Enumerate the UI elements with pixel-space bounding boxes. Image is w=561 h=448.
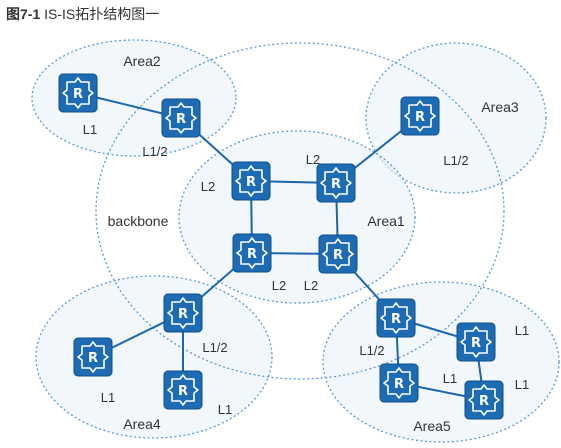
router-arrows-icon	[165, 102, 197, 134]
router-symbol: R	[471, 336, 481, 351]
router-symbol: R	[394, 377, 404, 392]
router-body	[400, 96, 440, 136]
router-icon[interactable]: R	[232, 233, 272, 273]
router-role-label: L1/2	[142, 144, 167, 159]
area-area4-label: Area4	[123, 416, 161, 432]
router-arrows-icon	[404, 100, 436, 132]
area-area2-label: Area2	[123, 53, 161, 69]
router-icon[interactable]: R	[161, 98, 201, 138]
area-area3-label: Area3	[481, 99, 519, 115]
router-role-label: L1	[83, 122, 97, 137]
router-icon[interactable]: R	[73, 337, 113, 377]
router-arrows-icon	[235, 165, 267, 197]
router-icon[interactable]: R	[316, 163, 356, 203]
router-role-label: L2	[201, 179, 215, 194]
router-body	[163, 293, 203, 333]
router-body	[318, 234, 358, 274]
router-symbol: R	[246, 175, 256, 190]
router-symbol: R	[415, 110, 425, 125]
router-symbol: R	[247, 247, 257, 262]
router-symbol: R	[73, 87, 83, 102]
router-arrows-icon	[322, 238, 354, 270]
router-arrows-icon	[320, 167, 352, 199]
router-body	[161, 98, 201, 138]
figure-title-text: IS-IS拓扑结构图一	[44, 6, 160, 22]
router-body	[73, 337, 113, 377]
router-arrows-icon	[167, 374, 199, 406]
router-icon[interactable]: R	[464, 380, 504, 420]
router-body	[456, 322, 496, 362]
router-body	[379, 363, 419, 403]
router-icon[interactable]: R	[400, 96, 440, 136]
router-arrows-icon	[468, 384, 500, 416]
router-body	[376, 298, 416, 338]
router-arrows-icon	[383, 367, 415, 399]
figure-number: 图7-1	[6, 6, 41, 22]
router-body	[163, 370, 203, 410]
router-symbol: R	[331, 177, 341, 192]
router-role-label: L1	[218, 402, 232, 417]
area-backbone-boundary	[95, 42, 505, 380]
area-area4-boundary	[35, 275, 273, 439]
router-role-label: L2	[272, 278, 286, 293]
area-area1-label: Area1	[367, 213, 405, 229]
router-role-label: L1	[443, 371, 457, 386]
router-arrows-icon	[167, 297, 199, 329]
area-area3-boundary	[365, 42, 547, 194]
router-arrows-icon	[380, 302, 412, 334]
router-arrows-icon	[62, 77, 94, 109]
router-role-label: L1	[515, 323, 529, 338]
router-role-label: L1/2	[359, 343, 384, 358]
router-symbol: R	[479, 394, 489, 409]
router-body	[232, 233, 272, 273]
router-icon[interactable]: R	[163, 293, 203, 333]
router-symbol: R	[178, 307, 188, 322]
router-arrows-icon	[236, 237, 268, 269]
router-symbol: R	[391, 312, 401, 327]
router-body	[316, 163, 356, 203]
router-icon[interactable]: R	[231, 161, 271, 201]
router-body	[231, 161, 271, 201]
router-role-label: L1/2	[443, 153, 468, 168]
router-symbol: R	[88, 351, 98, 366]
routers-layer: R R R R R R R R R R R R R R	[58, 73, 504, 420]
router-icon[interactable]: R	[379, 363, 419, 403]
router-role-label: L2	[306, 152, 320, 167]
area-area5-label: Area5	[413, 418, 451, 434]
router-symbol: R	[333, 248, 343, 263]
router-icon[interactable]: R	[456, 322, 496, 362]
router-body	[464, 380, 504, 420]
router-icon[interactable]: R	[58, 73, 98, 113]
router-icon[interactable]: R	[318, 234, 358, 274]
router-body	[58, 73, 98, 113]
router-icon[interactable]: R	[163, 370, 203, 410]
router-role-label: L2	[304, 278, 318, 293]
router-symbol: R	[178, 384, 188, 399]
router-arrows-icon	[77, 341, 109, 373]
area-backbone-label: backbone	[108, 213, 169, 229]
router-role-label: L1/2	[202, 340, 227, 355]
router-role-label: L1	[515, 377, 529, 392]
router-icon[interactable]: R	[376, 298, 416, 338]
router-role-label: L1	[101, 390, 115, 405]
figure-caption: 图7-1 IS-IS拓扑结构图一	[6, 4, 159, 24]
router-symbol: R	[176, 112, 186, 127]
router-arrows-icon	[460, 326, 492, 358]
